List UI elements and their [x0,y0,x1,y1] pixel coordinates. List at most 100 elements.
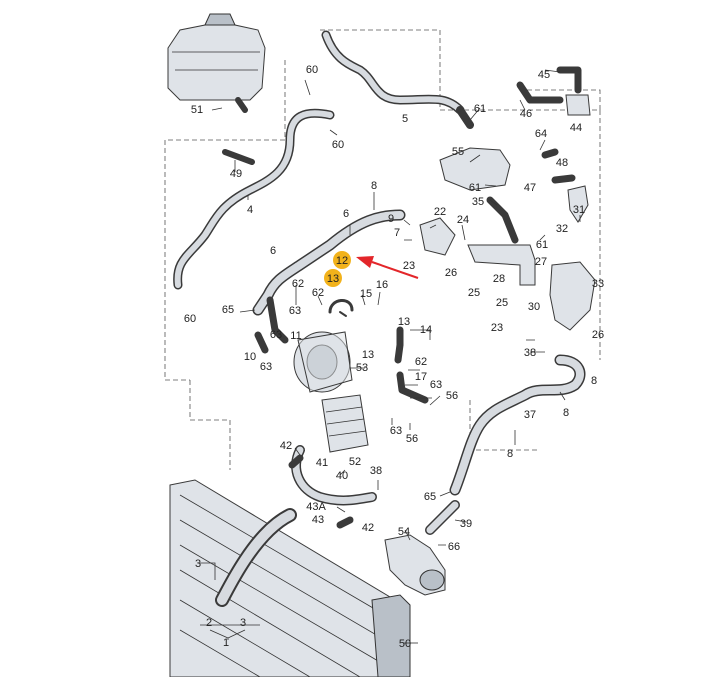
highlight-badge-13 [324,269,342,287]
callout-label-c42a: 42 [280,440,292,452]
retaining-clip [328,299,354,317]
upper-right-hoses [486,66,591,244]
callout-label-c6a: 6 [270,245,276,257]
callout-label-c63d: 63 [430,379,442,391]
callout-label-c53: 53 [356,362,368,374]
water-pump [384,534,446,596]
callout-label-c44: 44 [570,122,582,134]
callout-label-c5: 5 [402,113,408,125]
red-pointer-arrow [356,256,419,279]
callout-label-c63b: 63 [289,305,301,317]
callout-label-c30: 30 [528,301,540,313]
callout-label-c62a: 62 [292,278,304,290]
alternator [293,331,353,393]
callout-label-c60c: 60 [184,313,196,325]
callout-label-c61c: 61 [536,239,548,251]
callout-label-c40: 40 [336,470,348,482]
callout-label-c13c: 13 [362,349,374,361]
small-hoses-middle [254,296,429,529]
callout-label-c46: 46 [520,108,532,120]
callout-label-c23a: 23 [403,260,415,272]
callout-label-c63a: 63 [270,329,282,341]
callout-label-c31: 31 [573,204,585,216]
hose-40 [291,445,377,506]
callout-label-c7: 7 [394,227,400,239]
highlight-badges [324,251,351,287]
callout-label-c26a: 26 [445,267,457,279]
callout-label-c33: 33 [592,278,604,290]
callout-label-c56b: 56 [406,433,418,445]
callout-label-c32: 32 [556,223,568,235]
callout-label-c38a: 38 [524,347,536,359]
callout-label-c8d: 8 [507,448,513,460]
callout-label-c4: 4 [247,204,253,216]
callout-label-c54: 54 [398,526,410,538]
highlight-badge-12 [333,251,351,269]
callout-label-c22: 22 [434,206,446,218]
callout-label-c43: 43 [312,514,324,526]
callout-label-c50: 50 [399,638,411,650]
callout-label-c48: 48 [556,157,568,169]
callout-label-c39: 39 [460,518,472,530]
callout-label-c43a: 43A [306,501,326,513]
callout-label-c62b: 62 [312,287,324,299]
callout-label-c9: 9 [388,213,394,225]
callout-label-c56a: 56 [446,390,458,402]
callout-label-c10: 10 [244,351,256,363]
callout-label-c61a: 61 [474,103,486,115]
callout-label-c23b: 23 [491,322,503,334]
callout-label-c16: 16 [376,279,388,291]
callout-label-c26b: 26 [592,329,604,341]
callout-label-c25a: 25 [468,287,480,299]
callout-label-c14: 14 [420,324,432,336]
callout-label-c15: 15 [360,288,372,300]
callout-label-c6b: 6 [343,208,349,220]
callout-label-c1: 1 [223,637,229,649]
callout-label-c3a: 3 [195,558,201,570]
callout-label-c62c: 62 [415,356,427,368]
hose-39 [425,500,460,535]
callout-label-c49: 49 [230,168,242,180]
callout-label-c28: 28 [493,273,505,285]
expansion-tank [167,13,266,113]
callout-label-c8a: 8 [371,180,377,192]
callout-label-c60b: 60 [332,139,344,151]
callout-label-c38b: 38 [370,465,382,477]
callout-label-c24: 24 [457,214,469,226]
radiator-hose [215,508,297,607]
callout-label-c45: 45 [538,69,550,81]
callout-label-c2: 2 [206,617,212,629]
callout-label-c66: 66 [448,541,460,553]
callout-label-c64: 64 [535,128,547,140]
callout-label-c61b: 61 [469,182,481,194]
callout-label-c8c: 8 [563,407,569,419]
callout-label-c37: 37 [524,409,536,421]
callout-label-c17: 17 [415,371,427,383]
callout-label-c27: 27 [535,256,547,268]
oil-cooler [321,394,369,453]
callout-label-c41: 41 [316,457,328,469]
callout-label-c65a: 65 [222,304,234,316]
callout-label-c47: 47 [524,182,536,194]
callout-label-c11: 11 [290,330,301,342]
callout-label-c55: 55 [452,146,464,158]
callout-label-c8b: 8 [591,375,597,387]
thermostat-housing [419,147,596,331]
hose-4 [173,108,335,290]
callout-label-c63c: 63 [260,361,272,373]
callout-label-c51: 51 [191,104,203,116]
lower-hose-37 [449,354,586,496]
callout-label-c25b: 25 [496,297,508,309]
upper-hose-5 [321,30,474,129]
coolant-pipe-6 [252,209,406,316]
radiator [169,479,411,677]
highlight-label-h12: 12 [336,255,348,267]
callout-label-c60a: 60 [306,64,318,76]
callout-label-c13b: 13 [398,316,410,328]
leader-lines [200,69,581,644]
callout-label-c35: 35 [472,196,484,208]
callout-label-c63e: 63 [390,425,402,437]
callout-label-c42b: 42 [362,522,374,534]
